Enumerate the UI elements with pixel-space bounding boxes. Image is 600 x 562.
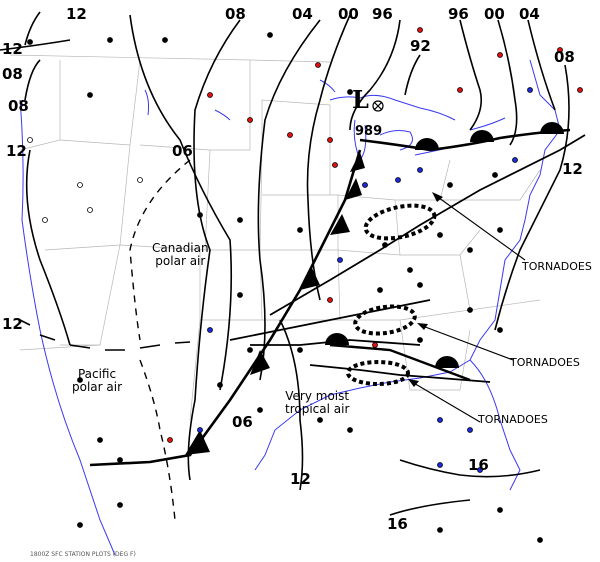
isobars — [0, 11, 570, 516]
isobar-label-04-top: 04 — [292, 5, 313, 23]
warm-front — [359, 122, 571, 152]
isobar-label-12-west: 12 — [6, 142, 27, 160]
map-footer: 1800Z SFC STATION PLOTS (DEG F) — [30, 551, 136, 558]
isobar-label-12-south: 12 — [290, 470, 311, 488]
air-mass-canadian: Canadian polar air — [152, 241, 209, 268]
tornado-arrows — [411, 194, 526, 423]
low-pressure-symbol: L — [352, 85, 369, 114]
isobar-label-96-top: 96 — [372, 5, 393, 23]
isobar-label-12-left: 12 — [2, 40, 23, 58]
isobar-label-12-sw: 12 — [2, 315, 23, 333]
squall-lines — [229, 134, 586, 383]
tornado-label-2: TORNADOES — [510, 356, 580, 369]
isobar-label-12-top: 12 — [66, 5, 87, 23]
isobar-label-92: 92 — [410, 37, 431, 55]
isobar-label-06-mid: 06 — [172, 142, 193, 160]
isobar-label-16-se: 16 — [468, 456, 489, 474]
low-pressure-value: 989 — [355, 124, 383, 139]
tornado-label-1: TORNADOES — [522, 260, 592, 273]
air-mass-pacific: Pacific polar air — [72, 367, 123, 394]
isobar-label-08-top: 08 — [225, 5, 246, 23]
isobar-label-08-left2: 08 — [8, 97, 29, 115]
isobar-label-16-se2: 16 — [387, 515, 408, 533]
isobar-label-00-top: 00 — [338, 5, 359, 23]
isobar-label-96-ne: 96 — [448, 5, 469, 23]
isobar-label-08-ne: 08 — [554, 48, 575, 66]
dashed-boundaries — [129, 159, 191, 521]
tornado-label-3: TORNADOES — [478, 413, 548, 426]
cold-front — [89, 149, 365, 467]
warm-front-south — [325, 333, 471, 382]
low-center-marker — [372, 100, 384, 112]
isobar-label-08-left: 08 — [2, 65, 23, 83]
state-borders — [9, 54, 541, 421]
isobar-label-06-south: 06 — [232, 413, 253, 431]
tornado-areas — [346, 203, 437, 386]
isobar-label-12-east: 12 — [562, 160, 583, 178]
isobar-label-04-ne: 04 — [519, 5, 540, 23]
air-mass-tropical: Very moist tropical air — [285, 389, 350, 416]
station-markers — [27, 27, 583, 543]
isobar-label-00-ne: 00 — [484, 5, 505, 23]
